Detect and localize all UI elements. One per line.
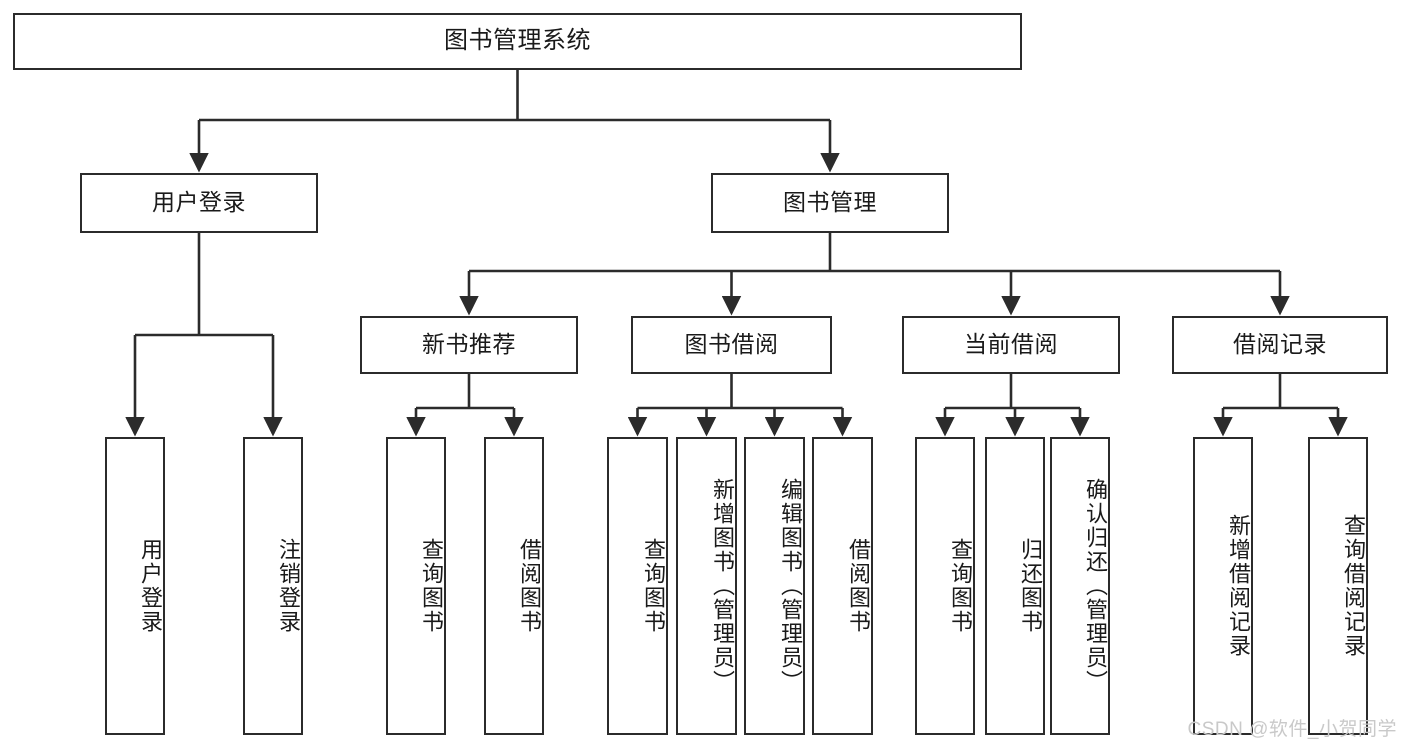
node-leaf-logout[interactable]: 注销登录 — [243, 437, 303, 735]
node-borrow-record[interactable]: 借阅记录 — [1172, 316, 1388, 374]
node-leaf-query-book-2-label: 查询图书 — [641, 538, 666, 634]
node-book-borrow-label: 图书借阅 — [684, 331, 779, 358]
node-leaf-add-record[interactable]: 新增借阅记录 — [1193, 437, 1253, 735]
node-leaf-query-record-label: 查询借阅记录 — [1341, 514, 1366, 658]
node-leaf-user-login-label: 用户登录 — [138, 538, 163, 634]
node-leaf-edit-book-label: 编辑图书（管理员） — [778, 478, 803, 694]
node-leaf-borrow-book-2-label: 借阅图书 — [846, 538, 871, 634]
node-leaf-borrow-book-1[interactable]: 借阅图书 — [484, 437, 544, 735]
watermark-text: CSDN @软件_小贺同学 — [1187, 719, 1397, 740]
node-leaf-query-record[interactable]: 查询借阅记录 — [1308, 437, 1368, 735]
node-leaf-query-book-3[interactable]: 查询图书 — [915, 437, 975, 735]
node-leaf-add-book[interactable]: 新增图书（管理员） — [676, 437, 737, 735]
node-new-book-recommend[interactable]: 新书推荐 — [360, 316, 578, 374]
node-book-manage-label: 图书管理 — [783, 189, 877, 216]
node-borrow-record-label: 借阅记录 — [1233, 331, 1327, 358]
node-leaf-user-login[interactable]: 用户登录 — [105, 437, 165, 735]
node-leaf-return-book-label: 归还图书 — [1018, 538, 1043, 634]
node-book-borrow[interactable]: 图书借阅 — [631, 316, 832, 374]
node-leaf-query-book-2[interactable]: 查询图书 — [607, 437, 668, 735]
node-leaf-return-book[interactable]: 归还图书 — [985, 437, 1045, 735]
node-leaf-query-book-3-label: 查询图书 — [948, 538, 973, 634]
node-current-borrow[interactable]: 当前借阅 — [902, 316, 1120, 374]
node-leaf-add-book-label: 新增图书（管理员） — [710, 478, 735, 694]
node-book-manage[interactable]: 图书管理 — [711, 173, 949, 233]
node-leaf-borrow-book-1-label: 借阅图书 — [517, 538, 542, 634]
node-new-book-recommend-label: 新书推荐 — [422, 331, 516, 358]
node-leaf-confirm-return[interactable]: 确认归还（管理员） — [1050, 437, 1110, 735]
node-leaf-borrow-book-2[interactable]: 借阅图书 — [812, 437, 873, 735]
node-leaf-confirm-return-label: 确认归还（管理员） — [1083, 478, 1108, 694]
node-leaf-add-record-label: 新增借阅记录 — [1226, 514, 1251, 658]
node-leaf-query-book-1[interactable]: 查询图书 — [386, 437, 446, 735]
node-leaf-logout-label: 注销登录 — [276, 538, 301, 634]
node-leaf-edit-book[interactable]: 编辑图书（管理员） — [744, 437, 805, 735]
node-user-login[interactable]: 用户登录 — [80, 173, 318, 233]
node-current-borrow-label: 当前借阅 — [964, 331, 1058, 358]
node-root[interactable]: 图书管理系统 — [13, 13, 1022, 70]
node-user-login-label: 用户登录 — [152, 189, 246, 216]
node-leaf-query-book-1-label: 查询图书 — [419, 538, 444, 634]
node-root-label: 图书管理系统 — [444, 27, 591, 55]
